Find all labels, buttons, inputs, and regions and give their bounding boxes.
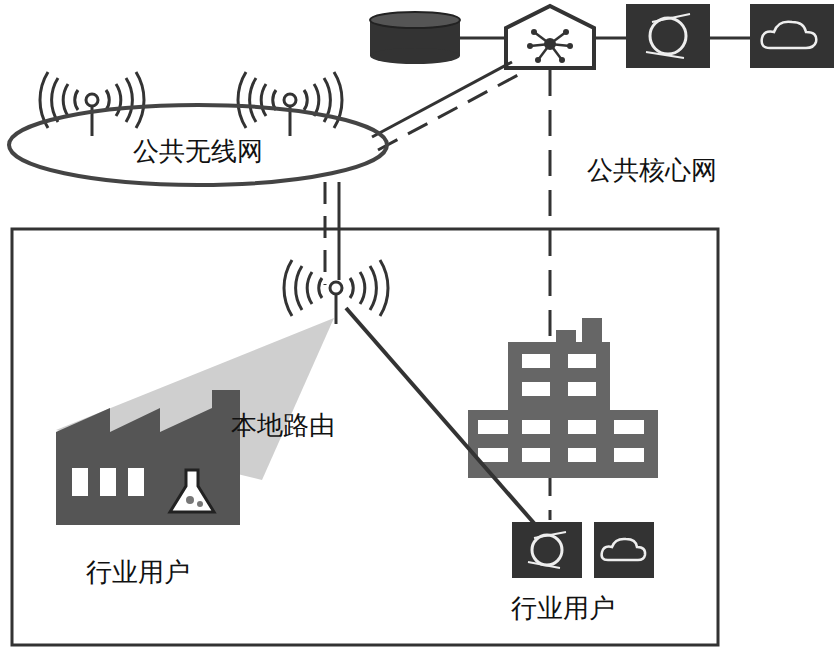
node-label: 公共无线网 [133, 137, 263, 166]
network-ellipse: 公共无线网 [6, 102, 390, 188]
route-label: 本地路由 [231, 411, 335, 440]
user-label: 行业用户 [86, 558, 190, 587]
network-label: 公共核心网 [587, 156, 717, 185]
user-label: 行业用户 [511, 594, 615, 623]
